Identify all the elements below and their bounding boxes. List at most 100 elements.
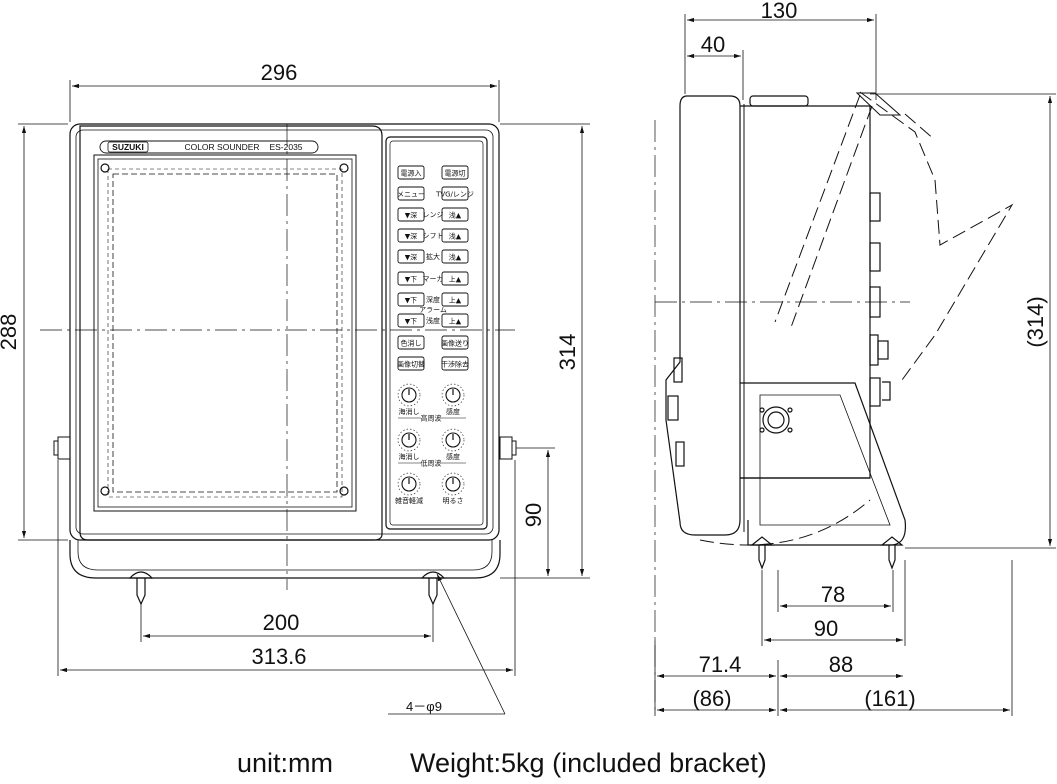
- key-row: ▼深浅▲シフト: [397, 228, 469, 243]
- lcd-screen: [112, 173, 338, 493]
- knob-row: 雑音軽減 明るさ: [395, 472, 465, 505]
- panel-key-left[interactable]: [397, 356, 425, 371]
- panel-key-left[interactable]: [397, 207, 425, 222]
- panel-key-label: ▼深: [405, 211, 417, 220]
- panel-key-label: ▼下: [405, 276, 417, 284]
- panel-knob-label: 明るさ: [443, 497, 464, 505]
- dim-front-width: 296: [261, 60, 298, 85]
- front-case: [69, 123, 500, 541]
- panel-key-label: 電源切: [445, 169, 466, 178]
- panel-knob-left[interactable]: [401, 387, 417, 403]
- panel-key-group-label: 浅度: [426, 316, 440, 325]
- panel-knob-group-label: 高周波: [421, 414, 442, 423]
- dim-base-161: (161): [864, 686, 915, 711]
- control-panel: [385, 136, 488, 530]
- dim-front-height: 288: [0, 314, 21, 351]
- panel-knob-left[interactable]: [401, 476, 417, 492]
- dim-overall-height: 314: [555, 334, 580, 371]
- panel-key-left[interactable]: [397, 335, 425, 350]
- key-row: メニュー TVG/レンジ: [397, 186, 474, 201]
- panel-key-label: 干渉除去: [441, 360, 469, 369]
- panel-key-right[interactable]: [441, 335, 469, 350]
- panel-key-left[interactable]: [397, 228, 425, 243]
- panel-key-left[interactable]: [397, 165, 425, 180]
- panel-knob-left[interactable]: [401, 432, 417, 448]
- panel-key-right[interactable]: [441, 228, 469, 243]
- panel-key-group-label: マーカ: [423, 275, 444, 283]
- panel-key-label: 上▲: [449, 317, 462, 326]
- left-bolt: [128, 571, 154, 606]
- knob-grid: 海消し感度高周波海消し感度低周波雑音軽減明るさ: [395, 383, 466, 505]
- key-row: ▼下 上▲ 浅度: [397, 313, 469, 328]
- panel-key-label: 画像送り: [441, 339, 469, 348]
- panel-knob-right[interactable]: [445, 387, 461, 403]
- panel-key-label: ▼下: [405, 318, 417, 326]
- panel-knob-label: 海消し: [399, 407, 420, 416]
- panel-key-right[interactable]: [441, 165, 469, 180]
- key-row: ▼深浅▲拡大: [397, 249, 469, 264]
- title-strip: [99, 140, 319, 154]
- panel-knob-right[interactable]: [445, 476, 461, 492]
- dim-base-90: 90: [814, 616, 838, 641]
- panel-key-right[interactable]: [441, 249, 469, 264]
- dim-base-71: 71.4: [699, 652, 742, 677]
- panel-knob-label: 雑音軽減: [395, 496, 423, 505]
- panel-knob-right[interactable]: [445, 432, 461, 448]
- panel-key-group-label: 深度: [426, 295, 440, 304]
- side-view: [654, 91, 1014, 715]
- key-row: ▼下 上▲ 深度: [397, 292, 469, 307]
- dim-bracket-height: 90: [521, 503, 546, 527]
- weight-caption: Weight:5kg (included bracket): [410, 748, 767, 778]
- panel-key-label: 電源入: [401, 169, 422, 178]
- brand-logo: SUZUKI: [112, 142, 144, 152]
- panel-key-label: 上▲: [449, 296, 462, 305]
- mount-bracket: [69, 540, 501, 579]
- alarm-label: アラーム: [419, 306, 447, 314]
- right-bolt: [420, 571, 446, 606]
- panel-key-right[interactable]: [441, 271, 469, 286]
- panel-key-label: メニュー: [397, 191, 425, 199]
- panel-key-label: ▼下: [405, 297, 417, 305]
- panel-key-label: 上▲: [449, 275, 462, 284]
- panel-key-right[interactable]: [441, 207, 469, 222]
- panel-knob-group-label: 低周波: [421, 459, 442, 468]
- unit-caption: unit:mm: [237, 748, 334, 778]
- panel-knob-label: 感度: [446, 452, 460, 461]
- key-row: ▼下 上▲ マーカ: [397, 271, 469, 286]
- key-row: 電源入 電源切: [397, 165, 469, 180]
- key-row: 画像切替干渉除去: [397, 356, 469, 371]
- panel-key-right[interactable]: [441, 313, 469, 328]
- panel-key-left[interactable]: [397, 186, 425, 201]
- panel-key-group-label: シフト: [423, 232, 444, 240]
- panel-key-label: 色消し: [401, 339, 422, 348]
- dim-bracket-width: 313.6: [251, 644, 306, 669]
- panel-key-left[interactable]: [397, 313, 425, 328]
- dim-depth-front: 40: [701, 32, 725, 57]
- key-row: 色消し 画像送り: [397, 335, 469, 350]
- front-view: [40, 123, 517, 606]
- panel-key-label: 浅▲: [449, 253, 462, 262]
- panel-key-group-label: 拡大: [426, 252, 440, 261]
- side-bezel: [665, 95, 741, 536]
- panel-key-group-label: レンジ: [423, 211, 444, 219]
- panel-key-left[interactable]: [397, 249, 425, 264]
- key-row: ▼深 浅▲ レンジ: [397, 207, 469, 222]
- panel-knob-label: 感度: [446, 407, 460, 416]
- panel-key-right[interactable]: [441, 292, 469, 307]
- panel-key-left[interactable]: [397, 271, 425, 286]
- model-number: ES-2035: [269, 142, 302, 152]
- panel-knob-label: 海消し: [399, 452, 420, 461]
- screen-bezel: [79, 125, 383, 541]
- panel-key-label: TVG/レンジ: [435, 191, 474, 199]
- panel-key-left[interactable]: [397, 292, 425, 307]
- panel-key-label: 浅▲: [449, 211, 462, 220]
- panel-key-right[interactable]: [441, 356, 469, 371]
- dim-mount-holes: 4－φ9: [406, 699, 442, 714]
- dim-base-86: (86): [692, 686, 731, 711]
- panel-key-right[interactable]: [441, 186, 469, 201]
- dim-hole-pitch: 200: [263, 610, 300, 635]
